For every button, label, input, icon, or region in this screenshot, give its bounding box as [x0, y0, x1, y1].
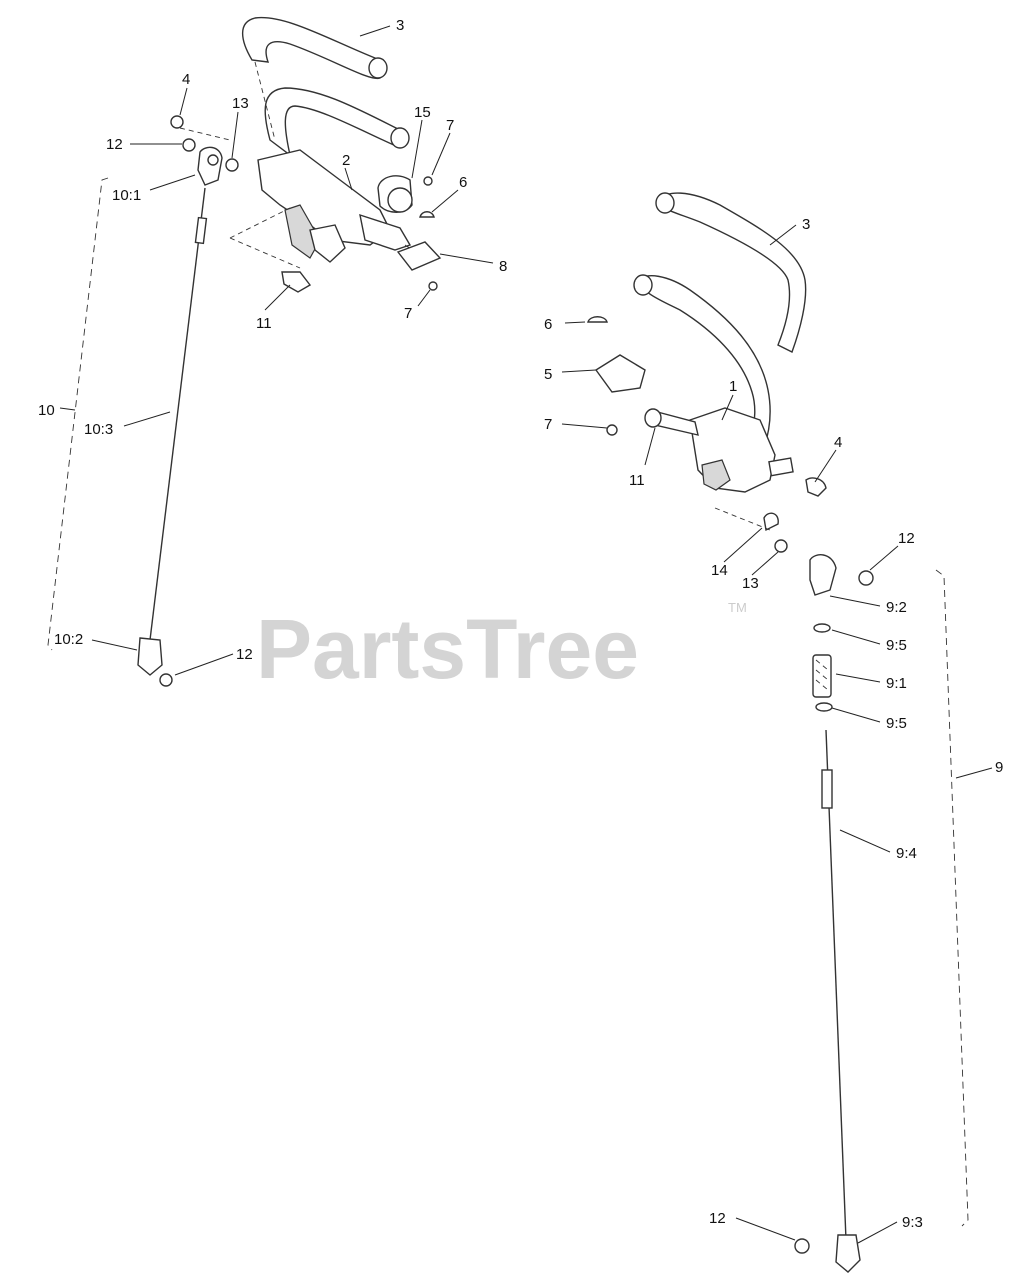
- callout-4-right: 4: [834, 434, 842, 451]
- callout-6-right: 6: [544, 316, 552, 333]
- callout-11-right: 11: [629, 472, 645, 489]
- right-small-parts: [587, 316, 874, 596]
- callout-9-3: 9:3: [902, 1214, 923, 1231]
- callout-7-left-top: 7: [446, 117, 454, 134]
- callout-3-left-handle: 3: [396, 17, 404, 34]
- callout-12-right-top: 12: [898, 530, 915, 547]
- callout-12-left-top: 12: [106, 136, 123, 153]
- callout-9-1: 9:1: [886, 675, 907, 692]
- callout-13-right: 13: [742, 575, 759, 592]
- right-control-rod: [794, 623, 861, 1273]
- callout-9: 9: [995, 759, 1003, 776]
- callout-13-left: 13: [232, 95, 249, 112]
- callout-14: 14: [711, 562, 728, 579]
- callout-8: 8: [499, 258, 507, 275]
- callout-12-left-bottom: 12: [236, 646, 253, 663]
- right-assembly-bracket: [935, 569, 969, 1227]
- left-small-parts: [170, 115, 442, 293]
- left-control-rod: [137, 187, 208, 687]
- callout-10-3: 10:3: [84, 421, 113, 438]
- left-assembly-bracket: [47, 177, 109, 651]
- watermark-trademark: TM: [728, 600, 747, 615]
- left-handle: [241, 16, 410, 157]
- callout-9-2: 9:2: [886, 599, 907, 616]
- callout-10-2: 10:2: [54, 631, 83, 648]
- leader-lines: [59, 25, 993, 1244]
- callout-12-right-bottom: 12: [709, 1210, 726, 1227]
- callout-9-4: 9:4: [896, 845, 917, 862]
- left-stop-bumper: [377, 175, 413, 213]
- callout-4-left: 4: [182, 71, 190, 88]
- callout-10: 10: [38, 402, 55, 419]
- callout-2: 2: [342, 152, 350, 169]
- callout-7-right: 7: [544, 416, 552, 433]
- callout-10-1: 10:1: [112, 187, 141, 204]
- watermark: PartsTree: [256, 602, 639, 696]
- callout-6-left: 6: [459, 174, 467, 191]
- left-control-lever: [229, 149, 421, 269]
- right-control-lever: [644, 407, 794, 493]
- callout-9-5-bottom: 9:5: [886, 715, 907, 732]
- callout-1: 1: [729, 378, 737, 395]
- callout-9-5-top: 9:5: [886, 637, 907, 654]
- callout-3-right-handle: 3: [802, 216, 810, 233]
- callout-11-left: 11: [256, 315, 272, 332]
- callout-5: 5: [544, 366, 552, 383]
- callout-7-left-bottom: 7: [404, 305, 412, 322]
- callout-15: 15: [414, 104, 431, 121]
